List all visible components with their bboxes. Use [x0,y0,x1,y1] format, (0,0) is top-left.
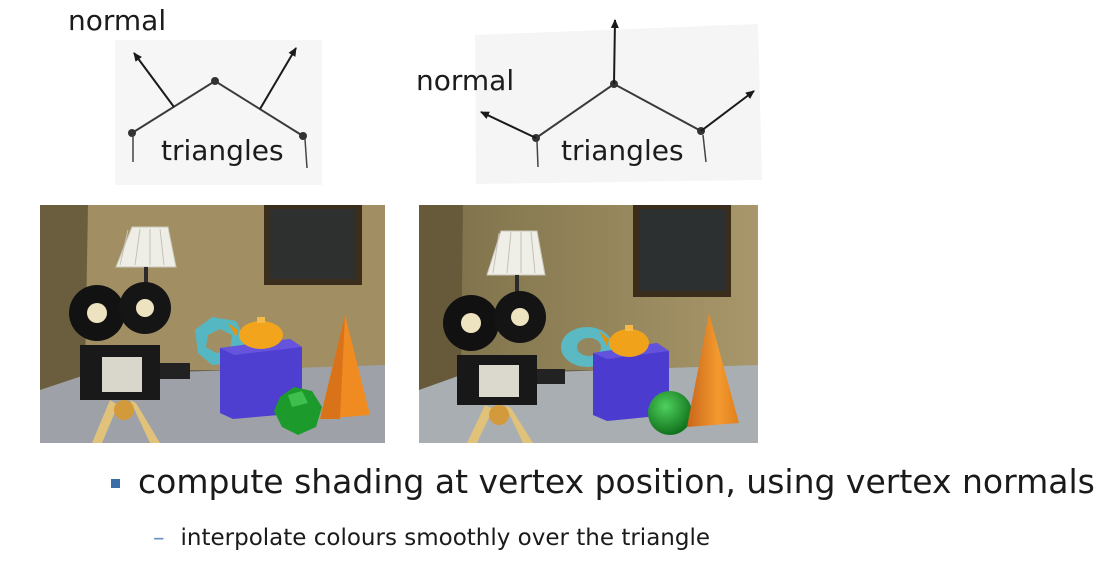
normal-label: normal [68,4,167,37]
flat-normals-diagram: normal triangles [60,0,350,185]
lamp-pleat [530,231,536,274]
reel-hub [136,299,154,317]
tripod-leg [130,400,160,443]
lamp-pleat [492,232,500,274]
sub-bullet-text: interpolate colours smoothly over the tr… [180,525,711,551]
reel-hub [511,308,529,326]
picture [639,209,725,291]
main-bullet: compute shading at vertex position, usin… [111,462,1095,501]
vertex-normal-arrow [480,111,537,139]
tripod-leg [92,400,118,443]
sphere-facet [288,391,308,407]
flat-shaded-scene [40,205,385,443]
projector-lens [537,369,565,384]
triangles-label: triangles [561,134,684,167]
bullet-square-icon [111,479,120,488]
teapot [239,321,283,349]
teapot-lid [257,317,265,323]
lamp-pleat [506,231,512,274]
torus-hole [577,338,601,356]
flat-normals-drawing [115,40,322,185]
lamp-pleat [119,229,129,266]
side-wall [40,205,88,390]
vertex-normal-arrow [610,19,619,85]
vertex-normal-arrow [700,90,755,132]
vertex-dot [128,129,136,137]
projector-panel [479,365,519,397]
lamp-pleat [159,228,165,266]
face-normal-arrow [133,52,175,108]
vertex-normals-drawing [475,19,762,184]
picture [270,209,356,279]
sphere [274,387,322,435]
edge-tick [304,138,308,169]
vertex-normals-diagram: normal triangles [410,10,770,188]
diagram-background [475,24,762,184]
tripod-leg [505,405,533,443]
projector-lens [160,363,190,379]
triangles-label: triangles [161,134,284,167]
side-wall [419,205,463,390]
cone [687,313,739,427]
teapot-spout [228,323,238,337]
teapot-lid [625,325,633,331]
flat-shaded-render [40,205,385,443]
diagram-background [115,40,322,185]
edge-tick [536,140,539,168]
reel-hub [87,303,107,323]
tripod-leg [467,405,493,443]
teapot-spout [599,331,609,346]
lamp-pleat [134,228,141,266]
main-bullet-text: compute shading at vertex position, usin… [138,462,1095,501]
normal-label: normal [416,64,515,97]
sphere [648,391,692,435]
gouraud-shaded-render [419,205,758,443]
dash-bullet-icon: – [153,525,165,551]
sub-bullet: – interpolate colours smoothly over the … [153,525,710,551]
tripod-gear [114,400,134,420]
projector-panel [102,357,142,392]
cube [593,343,669,421]
teapot [609,329,649,357]
lamp-shade [486,230,546,276]
torus-hole [206,329,232,353]
gouraud-shaded-scene [419,205,758,443]
cone-shade [320,315,345,419]
edge-tick [702,134,707,163]
vertex-dot [299,132,307,140]
face-normal-arrow [259,47,297,110]
vertex-dot [211,77,219,85]
reel-hub [461,313,481,333]
tripod-gear [489,405,509,425]
